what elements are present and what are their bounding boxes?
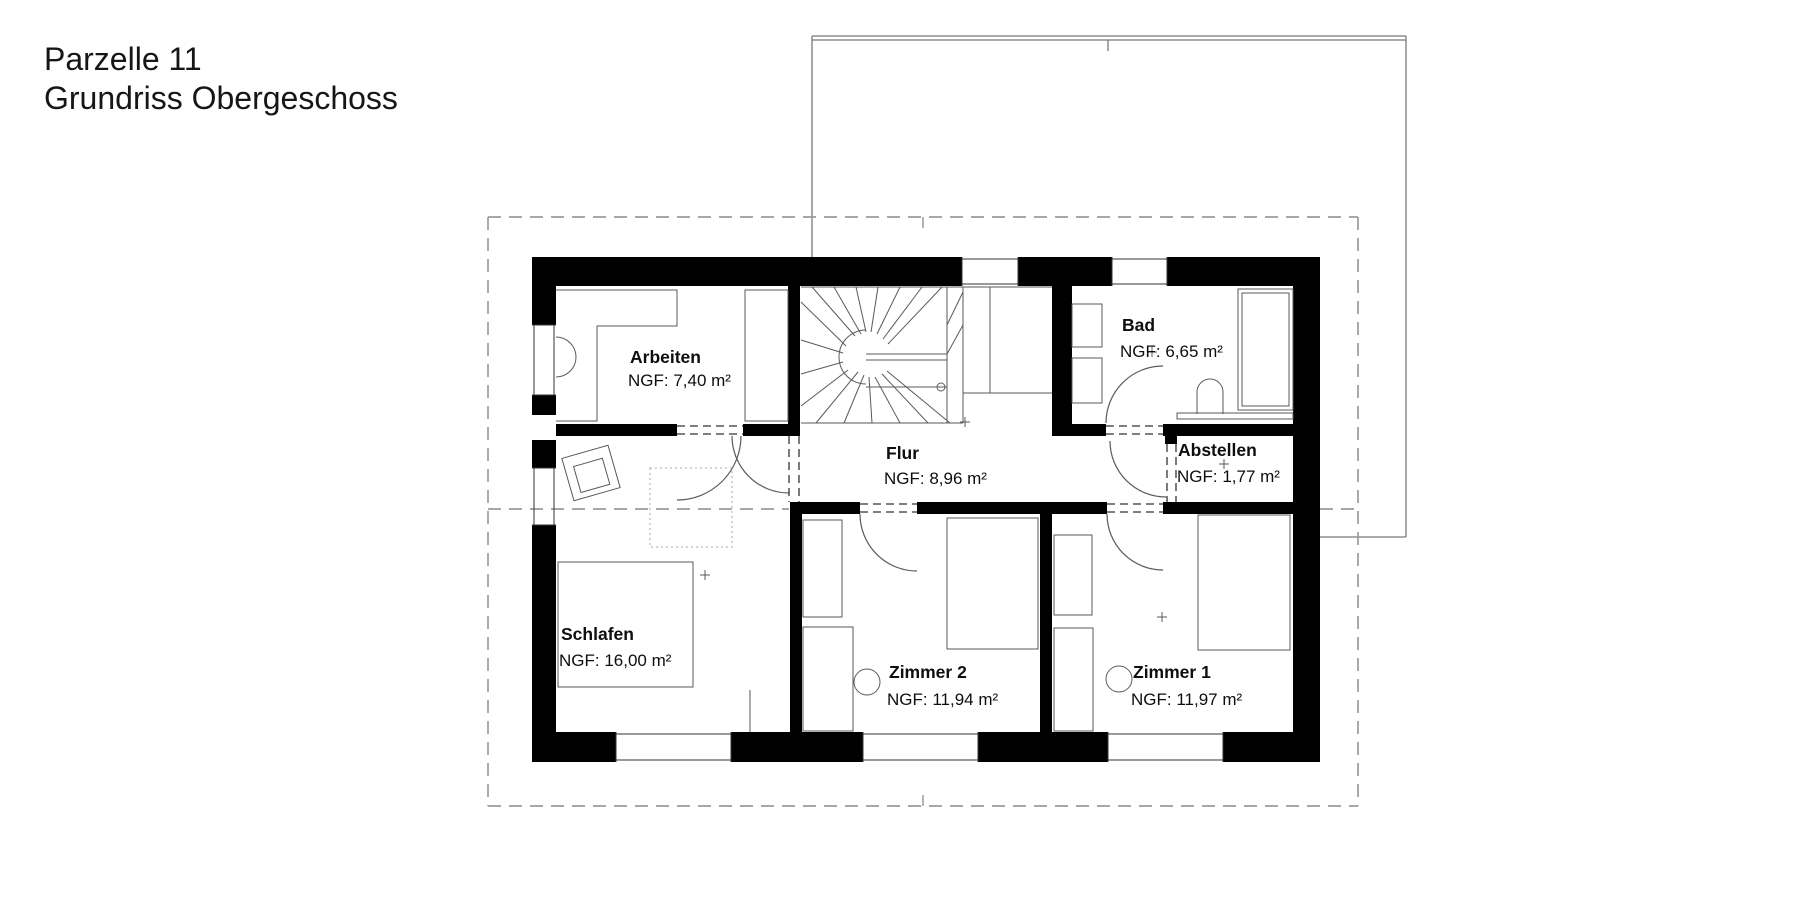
room-label-zimmer2: Zimmer 2 NGF: 11,94 m² (887, 662, 998, 709)
room-name-flur: Flur (886, 443, 919, 463)
room-name-schlafen: Schlafen (561, 624, 634, 644)
zimmer1-bed (1197, 514, 1291, 651)
room-label-bad: Bad NGF: 6,65 m² (1120, 315, 1223, 361)
room-area-zimmer2: NGF: 11,94 m² (887, 690, 998, 709)
parcel-title: Parzelle 11 (44, 41, 202, 77)
room-name-zimmer1: Zimmer 1 (1133, 662, 1211, 682)
room-labels: Arbeiten NGF: 7,40 m² Bad NGF: 6,65 m² F… (559, 315, 1280, 709)
room-area-bad: NGF: 6,65 m² (1120, 342, 1223, 361)
bad-basin-2 (1071, 357, 1103, 404)
zimmer1-chair (1105, 665, 1133, 693)
staircase (800, 286, 1052, 424)
bad-wc (1196, 378, 1224, 414)
room-name-abstellen: Abstellen (1178, 440, 1257, 460)
zimmer2-chair (853, 668, 881, 696)
survey-cross-marks (700, 347, 1229, 622)
zimmer1-desk (1053, 627, 1094, 732)
bad-ledge (1176, 412, 1294, 420)
interior-walls (556, 286, 1293, 732)
door-swing-arcs (676, 365, 1167, 572)
room-label-abstellen: Abstellen NGF: 1,77 m² (1177, 440, 1280, 486)
exterior-walls (532, 257, 1320, 762)
zimmer2-bed (946, 517, 1039, 650)
room-label-flur: Flur NGF: 8,96 m² (884, 443, 987, 488)
room-area-schlafen: NGF: 16,00 m² (559, 651, 672, 670)
windows (532, 257, 1224, 762)
room-area-zimmer1: NGF: 11,97 m² (1131, 690, 1242, 709)
room-label-zimmer1: Zimmer 1 NGF: 11,97 m² (1131, 662, 1242, 709)
arbeiten-wardrobe (744, 289, 789, 422)
zimmer1-wardrobe (1053, 534, 1093, 616)
room-label-schlafen: Schlafen NGF: 16,00 m² (559, 624, 672, 670)
room-area-flur: NGF: 8,96 m² (884, 469, 987, 488)
bad-basin-1 (1071, 303, 1103, 348)
bad-shower-inner (1241, 292, 1290, 407)
room-label-arbeiten: Arbeiten NGF: 7,40 m² (628, 347, 731, 390)
zimmer2-desk (802, 626, 854, 732)
neighbor-building-outline (811, 35, 1407, 538)
door-openings (677, 425, 1177, 513)
arbeiten-desk (555, 289, 678, 422)
schlafen-skylight (649, 467, 733, 548)
schlafen-armchair (561, 444, 621, 502)
zimmer2-wardrobe (802, 519, 843, 618)
schlafen-bed (557, 561, 694, 688)
bad-shower (1237, 288, 1294, 411)
room-name-bad: Bad (1122, 315, 1155, 335)
room-name-arbeiten: Arbeiten (630, 347, 701, 367)
room-name-zimmer2: Zimmer 2 (889, 662, 967, 682)
parcel-boundary (487, 216, 1359, 807)
room-area-arbeiten: NGF: 7,40 m² (628, 371, 731, 390)
plan-subtitle: Grundriss Obergeschoss (44, 80, 398, 116)
room-area-abstellen: NGF: 1,77 m² (1177, 467, 1280, 486)
furniture (555, 288, 1294, 732)
